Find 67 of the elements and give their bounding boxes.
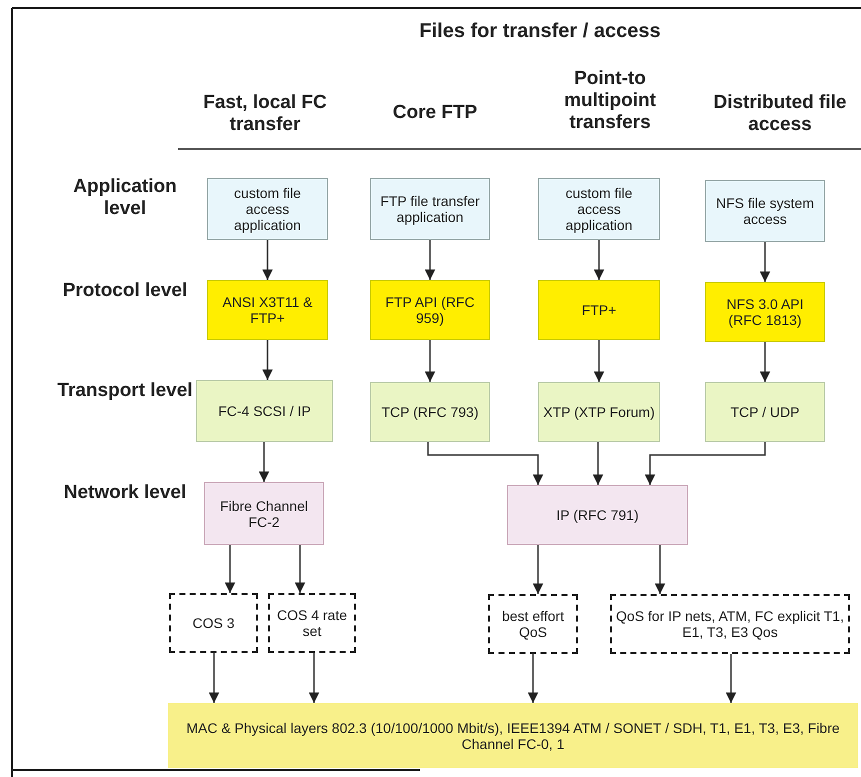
arrow [654, 545, 666, 594]
box-text: FC-4 SCSI / IP [218, 403, 311, 419]
physical-layer-bar [168, 703, 858, 768]
box-text: Fibre Channel FC-2 [219, 498, 309, 530]
row-heading: Protocol level [62, 280, 188, 302]
box-text: COS 3 [192, 615, 234, 631]
box-text: best effort QoS [500, 608, 565, 640]
arrow [726, 654, 736, 703]
arrow [760, 342, 770, 382]
arrow [308, 653, 320, 703]
row-heading: Transport level [56, 380, 194, 402]
box-text: ANSI X3T11 & FTP+ [221, 294, 314, 326]
transport-box [370, 382, 490, 442]
arrow [760, 242, 770, 282]
arrow [424, 340, 436, 382]
column-heading: Core FTP [392, 102, 478, 124]
arrow [427, 442, 544, 485]
arrow [532, 545, 544, 594]
column-heading: Fast, local FC transfer [202, 92, 328, 136]
arrow [594, 340, 604, 382]
box-text: NFS 3.0 API (RFC 1813) [725, 296, 805, 328]
box-text: XTP (XTP Forum) [543, 404, 655, 420]
box-text: QoS for IP nets, ATM, FC explicit T1, E1, T3, E3 Qos [616, 608, 844, 640]
arrow [528, 654, 538, 703]
qos-box [488, 594, 578, 654]
box-text: custom file access application [564, 185, 634, 233]
protocol-box [705, 282, 825, 342]
box-text: FTP API (RFC 959) [384, 294, 476, 326]
arrow [644, 442, 766, 485]
arrow [262, 340, 273, 380]
box-text: FTP+ [582, 302, 616, 318]
arrow [258, 442, 270, 482]
transport-box [705, 382, 825, 442]
arrow [592, 442, 604, 485]
arrow [262, 240, 273, 280]
column-heading: Distributed file access [712, 92, 848, 136]
network-box [204, 482, 324, 545]
diagram-title: Files for transfer / access [418, 20, 662, 42]
box-text: custom file access application [233, 185, 302, 233]
arrow [424, 240, 436, 280]
transport-box [196, 380, 333, 442]
qos-box [610, 594, 850, 654]
transport-box [538, 382, 660, 442]
application-box [207, 178, 328, 240]
protocol-box [538, 280, 660, 340]
arrow [294, 545, 306, 593]
network-box [507, 485, 688, 545]
row-heading: Network level [62, 482, 188, 504]
qos-box [169, 593, 258, 653]
box-text: IP (RFC 791) [556, 507, 639, 523]
qos-box [268, 593, 356, 653]
protocol-box [207, 280, 328, 340]
box-text: TCP / UDP [730, 404, 800, 420]
protocol-box [370, 280, 490, 340]
column-heading: Point-to multipoint transfers [563, 68, 657, 134]
box-text: FTP file transfer application [379, 193, 481, 225]
arrow [224, 545, 236, 593]
box-text: COS 4 rate set [276, 607, 348, 639]
row-heading: Application level [72, 176, 178, 220]
arrow [208, 653, 220, 703]
application-box [370, 178, 490, 240]
arrow [594, 240, 604, 280]
box-text: TCP (RFC 793) [382, 404, 478, 420]
box-text: NFS file system access [714, 195, 815, 227]
application-box [705, 180, 825, 242]
box-text: MAC & Physical layers 802.3 (10/100/1000 Mbit/s), IEEE1394 ATM / SONET / SDH, T1, E1, T3, E3, Fibre Channel FC-0, 1 [185, 720, 841, 752]
application-box [538, 178, 660, 240]
